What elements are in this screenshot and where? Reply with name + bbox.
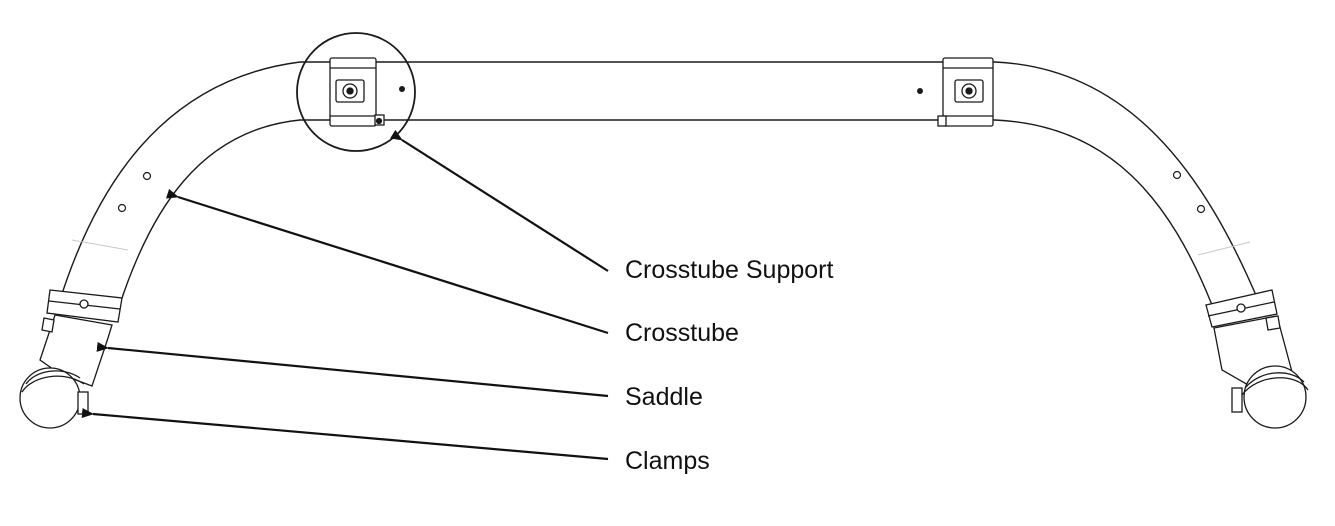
label-saddle: Saddle xyxy=(625,383,703,411)
saddle-left xyxy=(39,289,123,387)
crosstube-bolt-left xyxy=(399,86,405,92)
arrow-crosstube-support xyxy=(390,129,609,272)
clamp-left xyxy=(19,367,89,429)
arrow-saddle xyxy=(96,341,609,398)
crosstube-seams xyxy=(71,239,1251,256)
arrow-crosstube xyxy=(166,188,609,335)
label-clamps: Clamps xyxy=(625,447,710,475)
leader-arrows xyxy=(81,129,609,461)
crosstube-support-left xyxy=(329,57,385,127)
crosstube-support-right xyxy=(937,57,994,127)
detail-circle xyxy=(296,32,416,152)
arrow-clamps xyxy=(81,408,609,461)
crosstube-bolt-right xyxy=(917,88,923,94)
crosstube-holes xyxy=(117,170,1206,214)
clamp-right xyxy=(1231,365,1309,429)
label-crosstube-support: Crosstube Support xyxy=(625,256,834,284)
label-crosstube: Crosstube xyxy=(625,319,739,347)
